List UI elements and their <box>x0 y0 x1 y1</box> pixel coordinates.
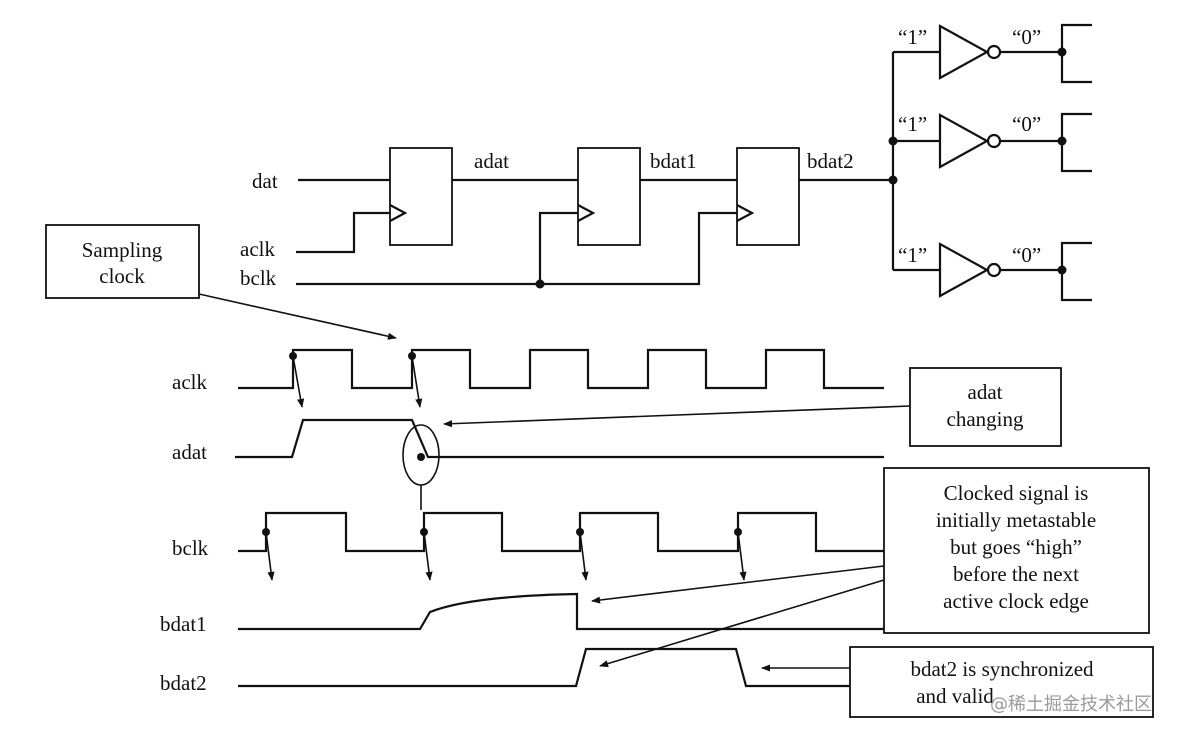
metastable-arrow-bdat2 <box>599 579 885 668</box>
flip-flop-b2 <box>736 147 800 246</box>
inverter-3-input-value: “1” <box>898 243 927 267</box>
metastable-arrow-bdat1 <box>591 565 885 604</box>
metastable-line-2: initially metastable <box>936 508 1096 532</box>
metastable-line-1: Clocked signal is <box>944 481 1089 505</box>
bdat1-waveform <box>238 592 884 631</box>
bdat2-waveform <box>238 647 850 688</box>
bclk-wave-label: bclk <box>172 536 209 560</box>
inverter-1-output-value: “0” <box>1012 25 1041 49</box>
timing-waveforms: aclk adat bclk bdat1 bdat2 <box>160 348 884 695</box>
metastable-callout: Clocked signal is initially metastable b… <box>591 467 1150 668</box>
bclk-waveform <box>238 511 884 553</box>
schematic: dat aclk bclk adat bdat1 bdat2 <box>240 23 1092 302</box>
watermark-text: @稀土掘金技术社区 <box>990 694 1152 715</box>
bclk-edge-arrow-3 <box>579 531 589 581</box>
aclk-waveform <box>238 348 884 390</box>
metastable-line-5: active clock edge <box>943 589 1089 613</box>
aclk-wave-label: aclk <box>172 370 207 394</box>
inverter-3: “1” “0” <box>893 241 1092 302</box>
aclk-edge-arrow-1 <box>292 355 305 408</box>
flip-flop-b1 <box>577 147 641 246</box>
sampling-clock-line-2: clock <box>99 264 145 288</box>
bdat2-wave-label: bdat2 <box>160 671 207 695</box>
dat-input-label: dat <box>252 169 278 193</box>
sampling-clock-arrow <box>198 293 397 340</box>
bdat1-wave-label: bdat1 <box>160 612 207 636</box>
bdat1-net-label: bdat1 <box>650 149 697 173</box>
bclk-edge-arrow-1 <box>265 531 275 581</box>
flip-flop-b2-clock-icon <box>736 204 755 222</box>
flip-flop-a <box>389 147 453 246</box>
inverter-2: “1” “0” <box>893 112 1092 173</box>
bclk-edge-arrow-4 <box>737 531 747 581</box>
synchronized-line-2: and valid <box>916 684 994 708</box>
adat-changing-arrow <box>443 405 911 428</box>
bdat2-net-label: bdat2 <box>807 149 854 173</box>
adat-wave-label: adat <box>172 440 207 464</box>
synchronized-line-1: bdat2 is synchronized <box>910 657 1094 681</box>
adat-changing-line-2: changing <box>947 407 1024 431</box>
sampling-clock-line-1: Sampling <box>82 238 163 262</box>
fanout-junction-dot <box>888 175 898 185</box>
bclk-wire <box>296 211 737 286</box>
bclk-branch-wire <box>538 211 578 284</box>
aclk-wire <box>296 211 390 254</box>
inverter-2-input-value: “1” <box>898 112 927 136</box>
flip-flop-b1-clock-icon <box>577 204 596 222</box>
adat-changing-callout: adat changing <box>443 367 1062 447</box>
sampling-clock-callout: Sampling clock <box>45 224 397 340</box>
inverter-3-output-value: “0” <box>1012 243 1041 267</box>
adat-changing-line-1: adat <box>968 380 1003 404</box>
bclk-junction-dot <box>535 279 545 289</box>
metastable-line-4: before the next <box>953 562 1079 586</box>
adat-waveform <box>235 418 884 459</box>
aclk-edge-arrow-2 <box>411 355 423 408</box>
metastable-line-3: but goes “high” <box>950 535 1082 559</box>
aclk-input-label: aclk <box>240 237 275 261</box>
inverter-2-output-value: “0” <box>1012 112 1041 136</box>
inverter-1: “1” “0” <box>893 23 1092 84</box>
adat-sample-dot <box>417 453 425 461</box>
flip-flop-a-clock-icon <box>389 204 408 222</box>
synchronized-callout: bdat2 is synchronized and valid <box>761 646 1154 718</box>
adat-net-label: adat <box>474 149 509 173</box>
bclk-input-label: bclk <box>240 266 277 290</box>
bclk-edge-arrow-2 <box>423 531 433 581</box>
inverter-1-input-value: “1” <box>898 25 927 49</box>
